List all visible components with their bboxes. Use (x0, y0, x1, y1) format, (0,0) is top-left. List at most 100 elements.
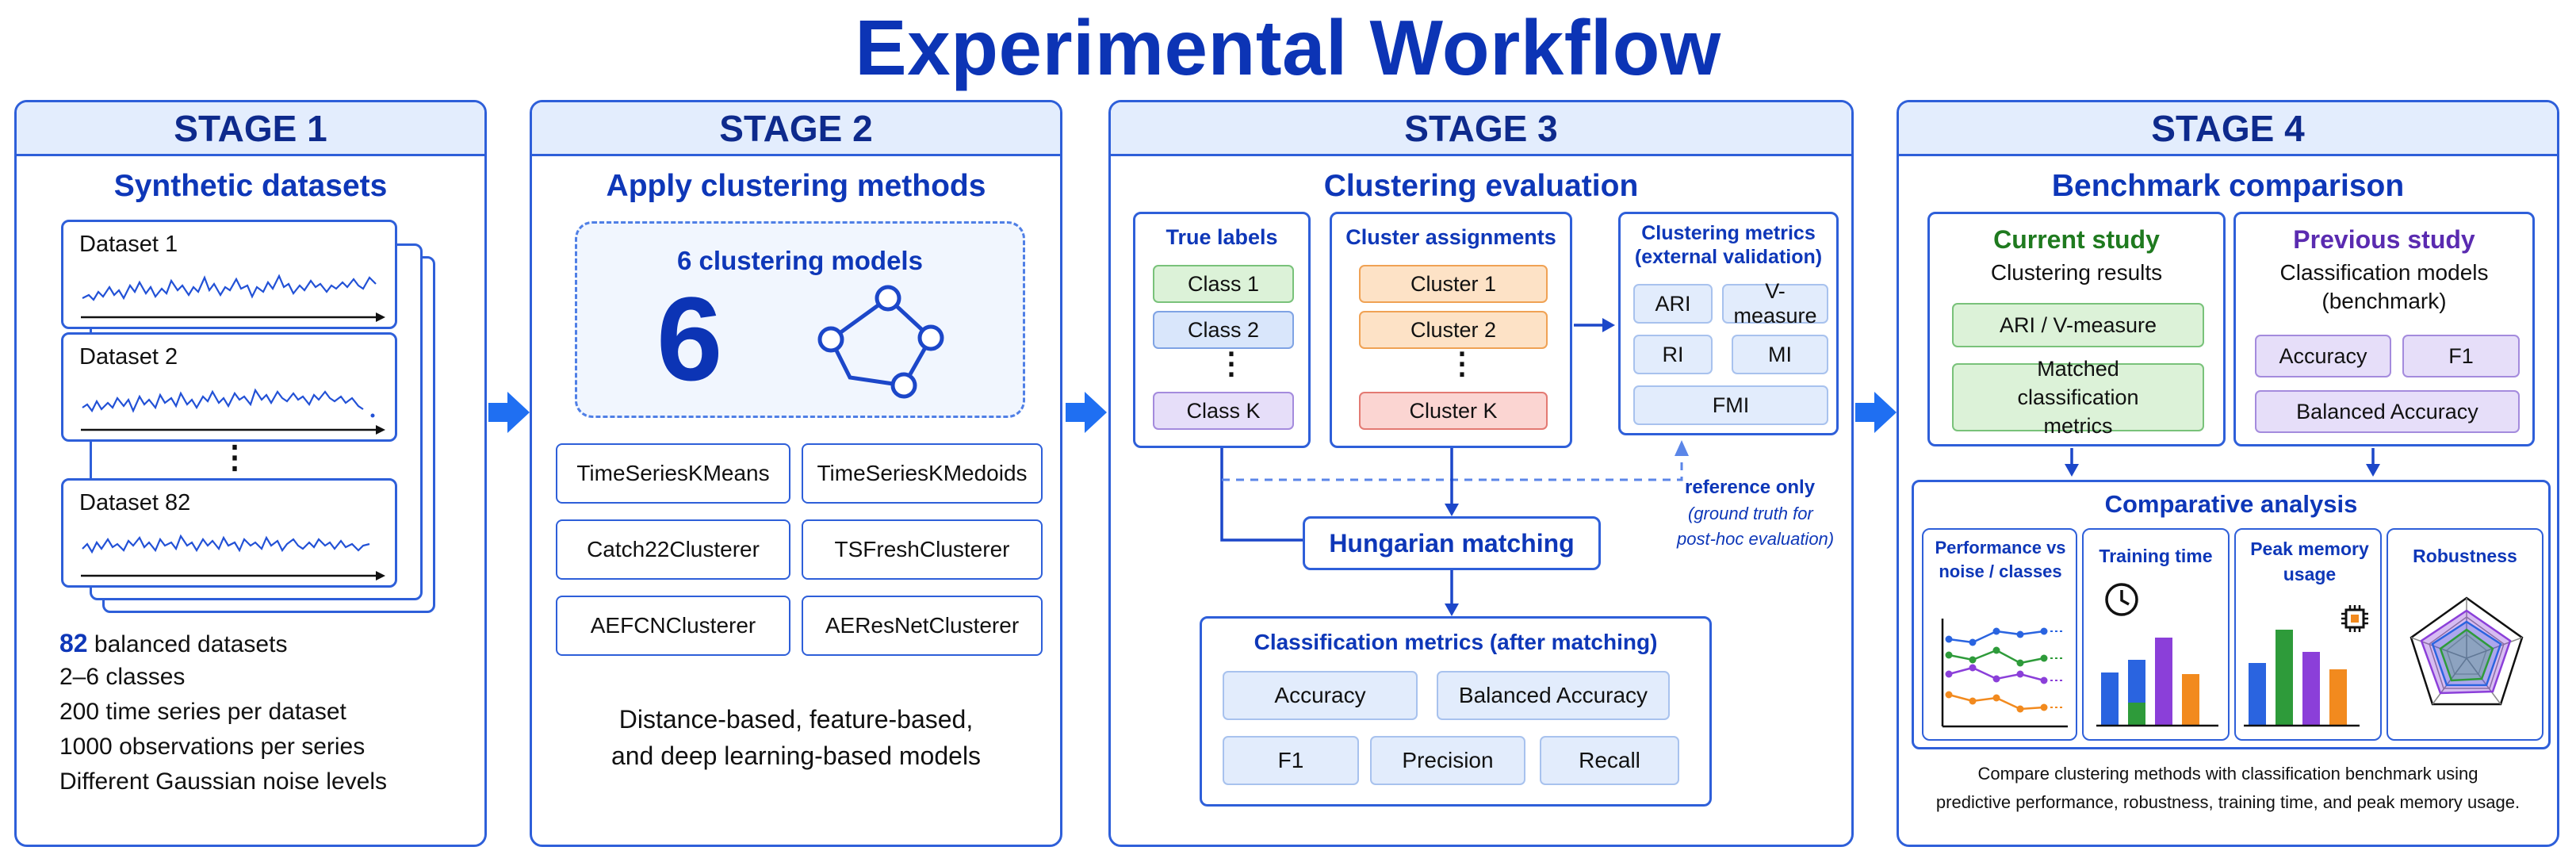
cluster-graph-icon (817, 285, 944, 399)
true-labels-box: True labels Class 1 Class 2 ⋮ Class K (1133, 212, 1311, 448)
dataset-label-1: Dataset 1 (79, 232, 178, 257)
clustering-metrics-box: Clustering metrics (external validation)… (1618, 212, 1839, 435)
method-tsfreshclusterer: TSFreshClusterer (802, 519, 1043, 580)
stage-2-panel: STAGE 2 Apply clustering methods 6 clust… (530, 100, 1062, 847)
dataset-label-2: Dataset 2 (79, 344, 178, 370)
stage-1-subtitle: Synthetic datasets (113, 169, 388, 203)
dataset-card-1: Dataset 1 (61, 220, 397, 329)
stage-3-connectors (1220, 440, 1689, 616)
flow-arrow-2 (1066, 392, 1107, 433)
time-series-line-1 (82, 274, 377, 301)
previous-study-box: Previous study Classification models (be… (2233, 212, 2535, 446)
class-1-pill: Class 1 (1153, 265, 1294, 303)
method-timeserieskmedoids: TimeSeriesKMedoids (802, 443, 1043, 504)
metric-ri: RI (1633, 335, 1713, 374)
flow-arrow-1 (488, 392, 530, 433)
stage-4-down-arrows (2065, 448, 2380, 477)
stage-4-panel: STAGE 4 Benchmark comparison Current stu… (1897, 100, 2559, 847)
metric-f1: F1 (1223, 736, 1359, 785)
stage-3-panel: STAGE 3 Clustering evaluation True label… (1108, 100, 1854, 847)
clustering-metrics-title: Clustering metrics (1641, 222, 1816, 244)
previous-f1: F1 (2402, 335, 2520, 377)
metric-accuracy: Accuracy (1223, 671, 1418, 720)
comparative-analysis-box: Comparative analysis Performance vs nois… (1912, 480, 2551, 749)
stage-4-footer-line-2: predictive performance, robustness, trai… (1935, 792, 2520, 812)
comparative-analysis-title: Comparative analysis (2104, 490, 2358, 518)
training-time-bar-icon (2096, 638, 2218, 727)
fact-observations: 1000 observations per series (59, 734, 366, 760)
fact-count-number: 82 (59, 629, 88, 657)
clustering-models-box: 6 clustering models 6 (575, 221, 1025, 418)
metric-precision: Precision (1370, 736, 1525, 785)
metric-recall: Recall (1540, 736, 1679, 785)
current-study-title: Current study (1993, 225, 2160, 254)
panel-performance: Performance vs noise / classes (1922, 528, 2077, 741)
stage-2-header: STAGE 2 (532, 102, 1060, 156)
cluster-1-pill: Cluster 1 (1359, 265, 1548, 303)
dataset-ellipsis: ⋮ (219, 440, 251, 475)
dataset-card-2: Dataset 2 (61, 332, 397, 442)
performance-line-chart-icon (1941, 619, 2068, 728)
clustering-models-title: 6 clustering models (677, 246, 923, 275)
true-labels-title: True labels (1166, 225, 1278, 249)
time-series-line-82 (82, 534, 370, 554)
class-2-pill: Class 2 (1153, 311, 1294, 349)
cluster-ellipsis: ⋮ (1447, 347, 1477, 381)
fact-dataset-count: 82 balanced datasets (59, 629, 287, 658)
metric-ari: ARI (1633, 284, 1713, 324)
stage-2-footer-line-2: and deep learning-based models (611, 741, 982, 770)
fact-series: 200 time series per dataset (59, 699, 346, 725)
time-series-plot-1 (81, 274, 385, 322)
previous-study-subtitle-2: (benchmark) (2321, 289, 2447, 313)
arrow-to-metrics (1574, 318, 1615, 332)
clustering-models-number: 6 (656, 272, 723, 405)
reference-note-line-1: reference only (1685, 477, 1816, 498)
panel-performance-title: Performance vs noise / classes (1935, 538, 2066, 581)
stage-2-subtitle: Apply clustering methods (606, 169, 986, 203)
hungarian-matching-box: Hungarian matching (1303, 516, 1601, 570)
panel-peak-memory: Peak memory usage (2234, 528, 2382, 741)
panel-training-time: Training time (2082, 528, 2230, 741)
clustering-metrics-subtitle: (external validation) (1634, 246, 1823, 268)
cluster-k-pill: Cluster K (1359, 392, 1548, 430)
stage-4-footer-line-1: Compare clustering methods with classifi… (1977, 764, 2478, 784)
stage-1-header: STAGE 1 (17, 102, 484, 156)
metric-mi: MI (1732, 335, 1828, 374)
reference-note-line-2: (ground truth for (1688, 504, 1813, 523)
cluster-assignments-box: Cluster assignments Cluster 1 Cluster 2 … (1330, 212, 1572, 448)
clock-icon (2105, 583, 2138, 616)
current-ari-vmeasure: ARI / V-measure (1952, 303, 2204, 347)
class-ellipsis: ⋮ (1216, 347, 1246, 381)
class-k-pill: Class K (1153, 392, 1294, 430)
panel-robustness: Robustness (2387, 528, 2543, 741)
fact-classes: 2–6 classes (59, 664, 186, 690)
panel-training-time-title: Training time (2099, 546, 2213, 566)
metric-balanced-accuracy: Balanced Accuracy (1437, 671, 1670, 720)
flow-arrow-3 (1855, 392, 1897, 433)
classification-metrics-box: Classification metrics (after matching) … (1200, 616, 1712, 807)
method-aeresnetclusterer: AEResNetClusterer (802, 596, 1043, 656)
time-series-line-2 (82, 388, 364, 413)
previous-study-subtitle-1: Classification models (2279, 260, 2489, 285)
method-aefcnclusterer: AEFCNClusterer (556, 596, 790, 656)
stage-3-subtitle: Clustering evaluation (1323, 169, 1639, 203)
previous-balanced-accuracy: Balanced Accuracy (2255, 390, 2520, 433)
classification-metrics-title: Classification metrics (after matching) (1254, 630, 1658, 654)
stage-4-header: STAGE 4 (1899, 102, 2557, 156)
current-study-box: Current study Clustering results ARI / V… (1927, 212, 2226, 446)
method-timeserieskmeans: TimeSeriesKMeans (556, 443, 790, 504)
previous-study-title: Previous study (2293, 225, 2475, 254)
cluster-assignments-title: Cluster assignments (1345, 225, 1556, 249)
robustness-radar-icon (2409, 596, 2524, 706)
stage-1-panel: STAGE 1 Synthetic datasets Dataset 1 Dat… (14, 100, 487, 847)
stage-4-subtitle: Benchmark comparison (2051, 169, 2405, 203)
time-series-plot-82 (81, 534, 385, 581)
stage-2-footer-line-1: Distance-based, feature-based, (618, 705, 974, 734)
previous-accuracy: Accuracy (2255, 335, 2391, 377)
fact-count-text: balanced datasets (87, 631, 288, 657)
stage-3-header: STAGE 3 (1111, 102, 1851, 156)
current-matched-metrics: Matched classification metrics (1952, 357, 2204, 438)
dataset-card-82: Dataset 82 (61, 478, 397, 588)
dataset-label-82: Dataset 82 (79, 490, 191, 515)
method-catch22clusterer: Catch22Clusterer (556, 519, 790, 580)
